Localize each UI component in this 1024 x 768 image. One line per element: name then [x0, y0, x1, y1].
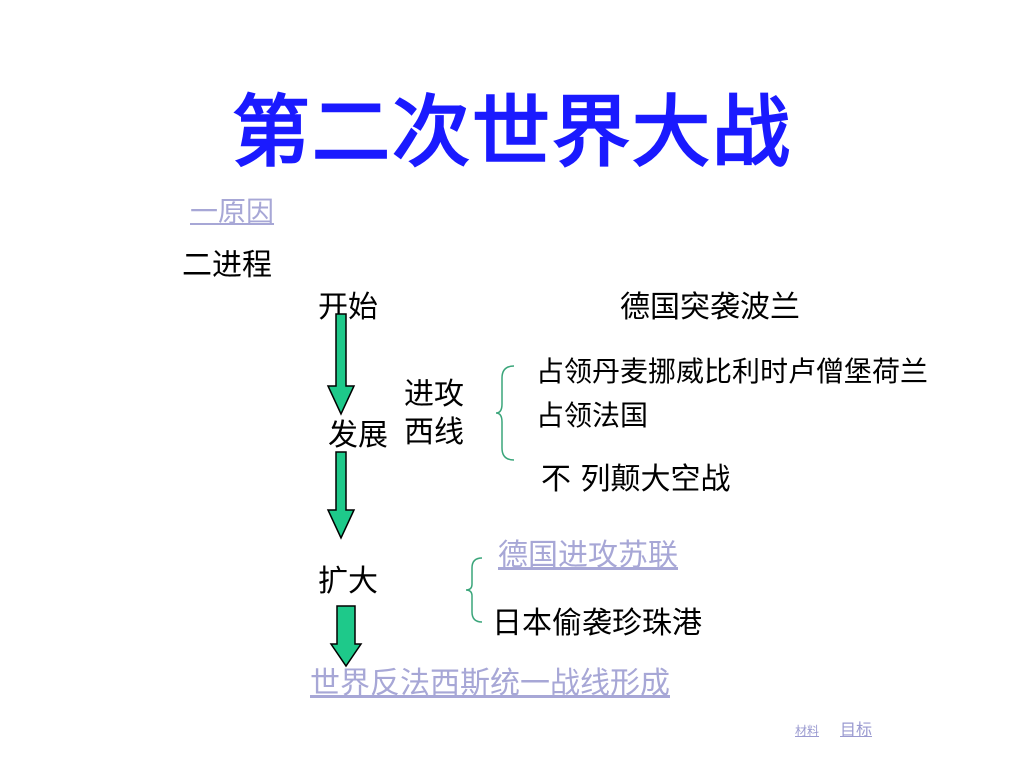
stage-start-label: 开始: [318, 290, 378, 325]
brace-icon: [495, 365, 515, 461]
process-heading: 二进程: [182, 248, 272, 283]
down-arrow-icon: [329, 605, 363, 668]
brace-icon: [465, 557, 483, 623]
attack-west-line2: 西线: [404, 415, 464, 450]
material-link[interactable]: 材料: [795, 724, 820, 738]
pearl-harbor-text: 日本偷袭珍珠港: [492, 606, 702, 641]
attack-west-line1: 进攻: [404, 377, 464, 412]
germany-attacks-ussr-link[interactable]: 德国进攻苏联: [498, 538, 678, 573]
cause-link[interactable]: 一原因: [190, 195, 275, 228]
down-arrow-icon: [326, 313, 356, 416]
united-front-link[interactable]: 世界反法西斯统一战线形成: [310, 666, 670, 701]
attack-west-label: 进攻 西线: [404, 376, 464, 452]
page-title: 第二次世界大战: [231, 87, 792, 178]
start-event-text: 德国突袭波兰: [620, 290, 800, 325]
develop-item-occupy-nations: 占领丹麦挪威比利时卢僧堡荷兰: [536, 355, 929, 388]
develop-item-occupy-france: 占领法国: [536, 399, 649, 432]
stage-develop-label: 发展: [328, 418, 388, 453]
develop-item-battle-of-britain: 不 列颠大空战: [541, 462, 731, 497]
goal-link[interactable]: 目标: [840, 720, 873, 739]
stage-expand-label: 扩大: [318, 564, 378, 599]
down-arrow-icon: [326, 451, 356, 540]
